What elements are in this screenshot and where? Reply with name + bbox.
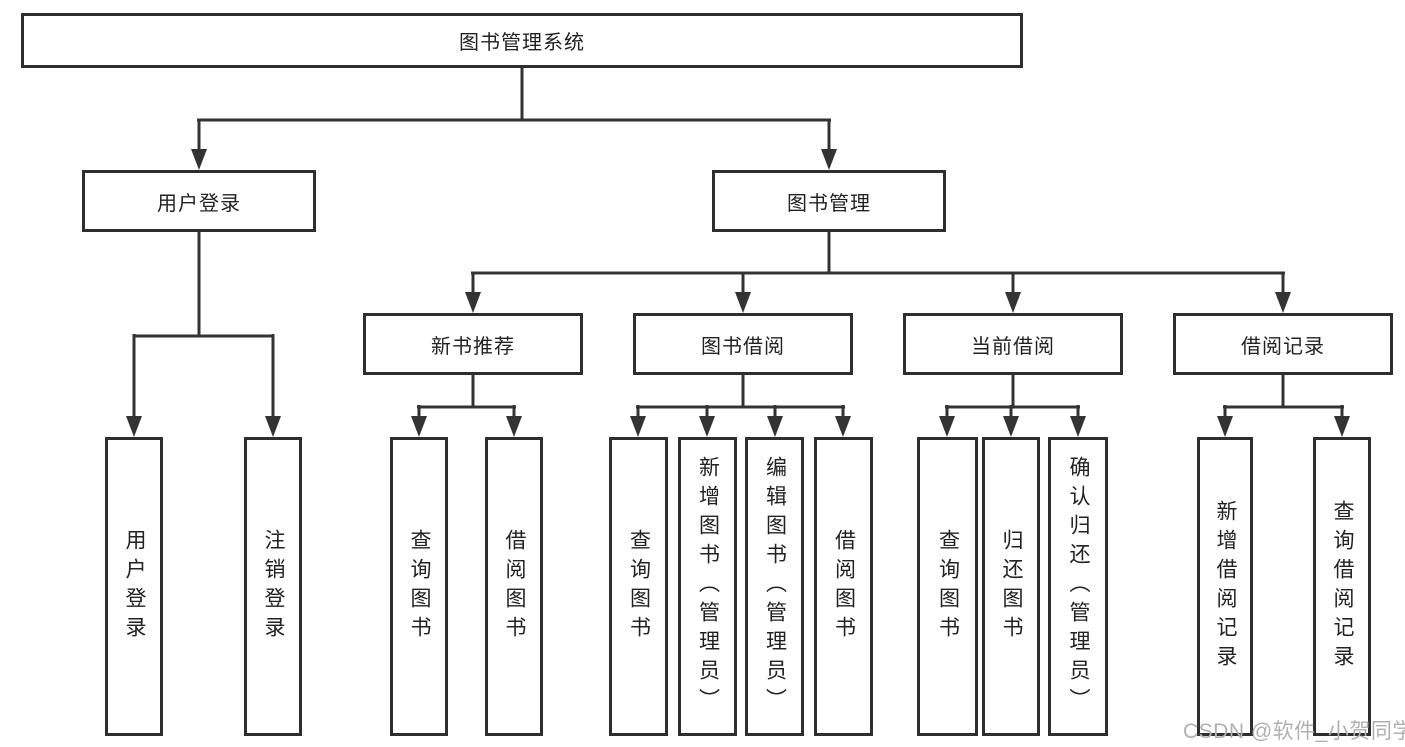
node-label: 新增借阅记录 [1214, 499, 1237, 674]
node-new-book-recommend: 新书推荐 [363, 313, 583, 375]
node-label: 查询图书 [408, 528, 431, 645]
node-label: 图书借阅 [701, 335, 785, 358]
node-label: 图书管理 [787, 192, 871, 215]
node-label: 编辑图书（管理员） [763, 456, 787, 717]
leaf-user-login: 用户登录 [105, 437, 163, 736]
leaf-borrow-add-books-admin: 新增图书（管理员） [678, 437, 737, 736]
node-label: 借阅图书 [503, 528, 526, 645]
node-book-management: 图书管理 [712, 170, 946, 232]
node-label: 确认归还（管理员） [1067, 456, 1090, 717]
node-label: 注销登录 [262, 528, 285, 645]
leaf-borrow-query-books: 查询图书 [609, 437, 668, 736]
node-label: 查询图书 [627, 528, 651, 645]
node-label: 用户登录 [123, 528, 146, 645]
node-label: 新书推荐 [431, 335, 515, 358]
node-user-login: 用户登录 [82, 170, 316, 232]
node-label: 新增图书（管理员） [696, 456, 720, 717]
leaf-records-add-record: 新增借阅记录 [1197, 437, 1253, 736]
node-current-borrow: 当前借阅 [903, 313, 1123, 375]
arrowheads [126, 149, 1350, 437]
node-book-borrow: 图书借阅 [633, 313, 853, 375]
leaf-current-query-books: 查询图书 [917, 437, 978, 736]
leaf-records-query-record: 查询借阅记录 [1313, 437, 1371, 736]
leaf-borrow-borrow-books: 借阅图书 [814, 437, 873, 736]
leaf-logout: 注销登录 [244, 437, 302, 736]
leaf-current-confirm-return-admin: 确认归还（管理员） [1048, 437, 1108, 736]
node-label: 查询图书 [936, 528, 960, 645]
node-label: 借阅图书 [832, 528, 856, 645]
node-label: 当前借阅 [971, 335, 1055, 358]
leaf-current-return-books: 归还图书 [982, 437, 1040, 736]
node-label: 归还图书 [1000, 528, 1023, 645]
leaf-borrow-edit-books-admin: 编辑图书（管理员） [745, 437, 804, 736]
node-borrow-records: 借阅记录 [1173, 313, 1393, 375]
node-label: 图书管理系统 [459, 32, 585, 54]
leaf-recommend-query-books: 查询图书 [390, 437, 448, 736]
csdn-watermark: CSDN @软件_小贺同学 [1183, 720, 1405, 743]
node-label: 查询借阅记录 [1331, 499, 1354, 674]
leaf-recommend-borrow-books: 借阅图书 [485, 437, 543, 736]
node-root: 图书管理系统 [21, 13, 1023, 68]
node-label: 借阅记录 [1241, 335, 1325, 358]
node-label: 用户登录 [157, 192, 241, 215]
